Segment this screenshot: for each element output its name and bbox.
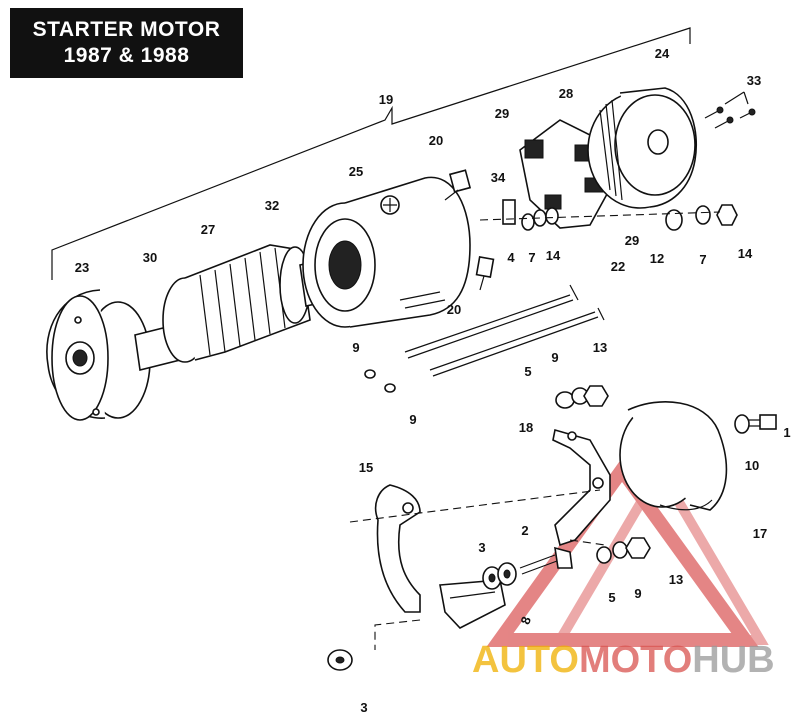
alignment-lines bbox=[349, 489, 606, 650]
commutator-end-cap-24 bbox=[587, 87, 697, 209]
bracket-18 bbox=[552, 428, 611, 547]
bolt-1 bbox=[734, 414, 777, 434]
watermark-text: AUTOMOTOHUB bbox=[472, 639, 775, 681]
label-12: 12 bbox=[650, 251, 664, 266]
label-22: 22 bbox=[611, 259, 625, 274]
label-27: 27 bbox=[201, 222, 215, 237]
label-19: 19 bbox=[379, 92, 393, 107]
label-7: 7 bbox=[528, 250, 535, 265]
label-13: 13 bbox=[669, 572, 683, 587]
label-4: 4 bbox=[507, 250, 515, 265]
label-23: 23 bbox=[75, 260, 89, 275]
label-13: 13 bbox=[593, 340, 607, 355]
washers-3-8 bbox=[482, 562, 517, 590]
label-28: 28 bbox=[559, 86, 573, 101]
label-9: 9 bbox=[352, 340, 359, 355]
label-5: 5 bbox=[608, 590, 615, 605]
title-line-1: STARTER MOTOR bbox=[32, 18, 221, 41]
label-29: 29 bbox=[625, 233, 639, 248]
band-17 bbox=[619, 401, 728, 511]
watermark-auto: AUTO bbox=[472, 639, 579, 681]
label-14: 14 bbox=[738, 246, 753, 261]
label-25: 25 bbox=[349, 164, 363, 179]
label-10: 10 bbox=[745, 458, 759, 473]
terminal-20-upper bbox=[444, 169, 472, 201]
label-29: 29 bbox=[495, 106, 509, 121]
label-1: 1 bbox=[783, 425, 790, 440]
title-box: STARTER MOTOR 1987 & 1988 bbox=[10, 8, 243, 78]
label-14: 14 bbox=[546, 248, 561, 263]
stud-2 bbox=[519, 546, 573, 575]
hardware-5-9-13-upper bbox=[555, 385, 609, 409]
label-3: 3 bbox=[360, 700, 367, 715]
label-2: 2 bbox=[521, 523, 528, 538]
label-17: 17 bbox=[753, 526, 767, 541]
part-labels: 19 20 24 33 28 29 25 34 32 27 30 23 29 4… bbox=[75, 46, 791, 715]
field-frame-25 bbox=[302, 176, 471, 328]
label-18: 18 bbox=[519, 420, 533, 435]
label-20: 20 bbox=[447, 302, 461, 317]
title-line-2: 1987 & 1988 bbox=[63, 44, 190, 67]
watermark-moto: MOTO bbox=[579, 639, 692, 681]
label-15: 15 bbox=[359, 460, 373, 475]
washer-3-lower bbox=[327, 649, 353, 671]
label-33: 33 bbox=[747, 73, 761, 88]
end-cover-23 bbox=[46, 289, 151, 421]
bracket-19 bbox=[51, 27, 691, 280]
through-bolts-22 bbox=[404, 284, 605, 377]
screws-33 bbox=[704, 91, 756, 129]
washers-9 bbox=[364, 369, 396, 393]
label-9: 9 bbox=[634, 586, 641, 601]
label-34: 34 bbox=[491, 170, 506, 185]
label-30: 30 bbox=[143, 250, 157, 265]
strap-15 bbox=[374, 484, 421, 613]
label-9: 9 bbox=[551, 350, 558, 365]
label-5: 5 bbox=[524, 364, 531, 379]
label-3: 3 bbox=[478, 540, 485, 555]
label-7: 7 bbox=[699, 252, 706, 267]
terminal-hardware bbox=[479, 199, 738, 231]
label-24: 24 bbox=[655, 46, 670, 61]
label-20: 20 bbox=[429, 133, 443, 148]
label-9: 9 bbox=[409, 412, 416, 427]
terminal-20-lower bbox=[475, 255, 495, 291]
label-8: 8 bbox=[517, 614, 534, 626]
label-32: 32 bbox=[265, 198, 279, 213]
hardware-5-9-13-lower bbox=[596, 537, 651, 564]
svg-text:AUTOMOTOHUB: AUTOMOTOHUB bbox=[472, 639, 775, 681]
watermark-hub: HUB bbox=[692, 639, 774, 681]
